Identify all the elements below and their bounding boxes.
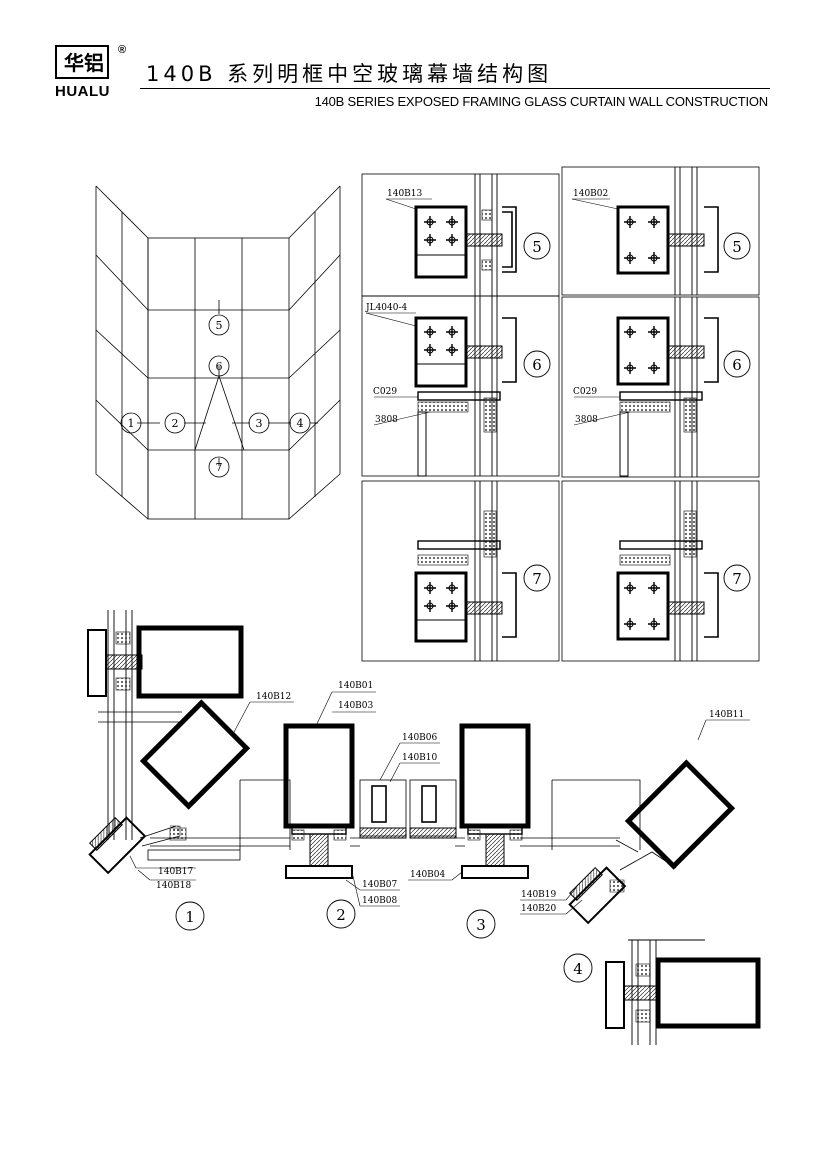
detail-5-right-number: 5 <box>732 238 742 256</box>
detail-6-left-number: 6 <box>532 356 542 374</box>
elevation-marker-1: 1 <box>128 417 135 430</box>
detail-5-left-number: 5 <box>532 238 542 256</box>
label-140B11: 140B11 <box>709 710 744 720</box>
logo-name: HUALU <box>55 83 110 100</box>
detail-5-left <box>385 174 551 296</box>
detail-6-left-3808: 3808 <box>375 415 398 425</box>
detail-5-right <box>571 167 751 295</box>
label-140B10: 140B10 <box>402 753 438 763</box>
detail-6-left-label: JL4040-4 <box>365 303 408 313</box>
detail-6-left <box>365 296 551 477</box>
section-number-3: 3 <box>476 916 486 934</box>
elevation-marker-4: 4 <box>297 417 304 430</box>
logo-box: 华铝 <box>55 45 109 79</box>
section-number-4: 4 <box>573 960 583 978</box>
title-chinese: 140B 系列明框中空玻璃幕墙结构图 <box>146 62 553 86</box>
registered-mark: ® <box>118 44 127 56</box>
plan-section-3 <box>408 723 531 939</box>
plan-glass-lines <box>150 779 641 850</box>
section-number-2: 2 <box>336 906 346 924</box>
detail-5-right-label: 140B02 <box>573 189 608 199</box>
elevation-marker-2: 2 <box>172 417 179 430</box>
detail-7-left <box>414 481 551 661</box>
elevation-marker-5: 5 <box>216 319 223 332</box>
section-number-1: 1 <box>185 908 195 926</box>
elevation-markers: 5 6 1 2 3 4 7 <box>128 319 304 474</box>
plan-section-4 <box>520 719 761 1045</box>
elevation-marker-3: 3 <box>256 417 263 430</box>
detail-6-right-c029: C029 <box>573 387 597 397</box>
detail-6-right <box>573 297 751 477</box>
label-140B04: 140B04 <box>410 870 446 880</box>
detail-7-right-number: 7 <box>732 570 742 588</box>
label-140B08: 140B08 <box>362 896 398 906</box>
label-140B06: 140B06 <box>402 733 438 743</box>
detail-frames <box>361 166 760 662</box>
label-140B07: 140B07 <box>362 880 398 890</box>
detail-5-left-label: 140B13 <box>387 189 423 199</box>
title-rule <box>140 88 770 89</box>
detail-6-left-c029: C029 <box>373 387 397 397</box>
plan-section-2 <box>283 691 400 929</box>
label-140B01: 140B01 <box>338 681 373 691</box>
label-140B12: 140B12 <box>256 692 291 702</box>
elevation-marker-7: 7 <box>216 461 223 474</box>
detail-6-right-number: 6 <box>732 356 742 374</box>
logo-chars: 华铝 <box>64 51 104 75</box>
detail-6-right-3808: 3808 <box>575 415 598 425</box>
detail-7-right <box>616 481 751 661</box>
plan-middle-transoms <box>359 742 457 839</box>
detail-7-left-number: 7 <box>532 570 542 588</box>
label-140B17: 140B17 <box>158 867 194 877</box>
label-140B19: 140B19 <box>521 890 557 900</box>
plan-section-1 <box>87 610 294 931</box>
title-english: 140B SERIES EXPOSED FRAMING GLASS CURTAI… <box>314 94 769 109</box>
label-140B18: 140B18 <box>156 881 192 891</box>
elevation-marker-6: 6 <box>216 360 223 373</box>
hualu-logo: 华铝 HUALU <box>55 45 117 103</box>
elevation-view <box>95 185 341 520</box>
label-140B20: 140B20 <box>521 904 557 914</box>
label-140B03: 140B03 <box>338 701 374 711</box>
